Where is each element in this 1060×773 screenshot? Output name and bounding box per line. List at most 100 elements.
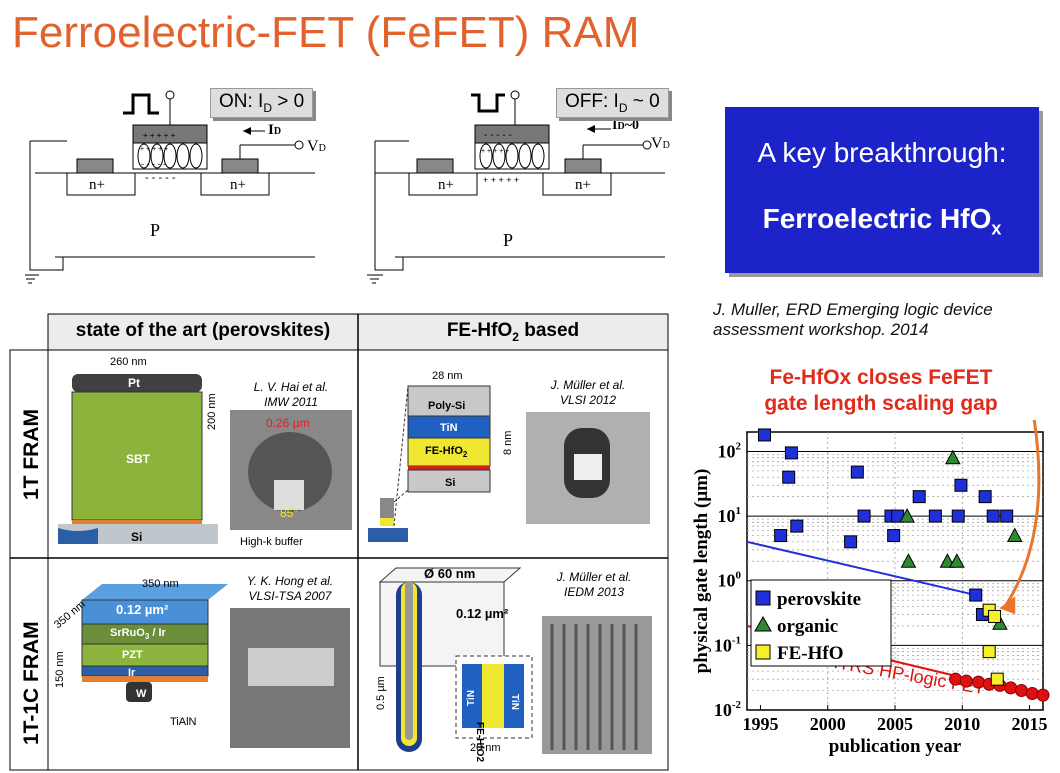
legend-marker <box>755 590 771 606</box>
on-device-svg: + + + + + + + + + + - - - - - - - - - - <box>25 90 315 284</box>
r2c2-ref: J. Müller et al.IEDM 2013 <box>556 570 632 599</box>
x-tick-label: 1995 <box>742 714 778 734</box>
r1c1-angle: 85° <box>280 506 299 520</box>
svg-text:- - - - -: - - - - - <box>141 159 166 169</box>
y-tick-label: 101 <box>718 505 742 526</box>
legend-label: FE-HfO <box>777 643 844 664</box>
itrs-point <box>971 675 985 689</box>
off-current-label: ID~0 <box>612 118 639 133</box>
svg-text:+ + + + +: + + + + + <box>481 148 509 155</box>
organic-point <box>945 449 961 465</box>
y-tick-label: 100 <box>718 570 742 591</box>
y-tick-label: 102 <box>718 440 742 461</box>
r2c1-layer4: W <box>136 688 147 700</box>
perovskite-point <box>951 509 965 523</box>
breakthrough-line1: A key breakthrough: <box>757 137 1007 168</box>
r2c2-inset-left: TiN <box>466 690 477 706</box>
row1-label: 1T FRAM <box>20 409 43 500</box>
perovskite-point <box>784 446 798 460</box>
callout-line1: Fe-HfOx closes FeFET <box>769 366 993 389</box>
perovskite-point <box>844 535 858 549</box>
r2c1-ref: Y. K. Hong et al.VLSI-TSA 2007 <box>246 574 334 603</box>
r1c1-layer-mid: SBT <box>126 452 150 466</box>
r2c2-area: 0.12 µm² <box>456 606 509 621</box>
perovskite-point <box>928 509 942 523</box>
itrs-point <box>1025 687 1039 701</box>
scaling-callout: Fe-HfOx closes FeFET gate length scaling… <box>728 365 1034 417</box>
organic-point <box>899 508 915 523</box>
y-tick-label: 10-1 <box>714 634 741 655</box>
callout-arrow <box>1003 420 1041 608</box>
svg-text:+ + + + +: + + + + + <box>143 131 176 140</box>
slide-title: Ferroelectric-FET (FeFET) RAM <box>12 8 640 57</box>
breakthrough-box: A key breakthrough: Ferroelectric HfOx <box>725 107 1039 273</box>
perovskite-point <box>1000 509 1014 523</box>
on-current-label: ID <box>268 122 282 138</box>
itrs-point <box>949 672 963 686</box>
r1c1-ref: L. V. Hai et al.IMW 2011 <box>253 380 329 409</box>
col1-header: state of the art (perovskites) <box>75 320 331 341</box>
breakthrough-line2: Ferroelectric HfOx <box>762 203 1002 239</box>
off-device-svg: - - - - - + + + + + + + + + + <box>367 90 665 284</box>
off-voltage-label: VD <box>651 135 670 152</box>
organic-point <box>939 553 956 568</box>
itrs-point <box>1004 681 1018 695</box>
row2-label: 1T-1C FRAM <box>20 621 43 745</box>
r2c1-layer1: SrRuO3 / Ir <box>110 627 166 642</box>
r2c1-dim-side2: 150 nm <box>54 651 66 688</box>
r2c1-note: TiAlN <box>170 716 197 728</box>
fe-hfo-point <box>982 645 996 659</box>
r1c1-dim-side: 200 nm <box>206 393 218 430</box>
perovskite-point <box>850 465 864 479</box>
r2c2-inset-right: TiN <box>509 694 520 710</box>
organic-point <box>1006 527 1023 543</box>
r1c1-note: High-k buffer <box>240 536 303 548</box>
y-tick-label: 10-2 <box>714 699 742 720</box>
perovskite-point <box>782 470 796 484</box>
on-voltage-label: VD <box>307 138 326 155</box>
legend-marker <box>754 615 772 632</box>
table-grid <box>9 313 669 771</box>
off-substrate-label: P <box>503 230 514 250</box>
r1c1-layer-bottom: Si <box>131 530 143 544</box>
x-tick-label: 2015 <box>1012 714 1048 734</box>
citation-line1: J. Muller, ERD Emerging logic device <box>713 300 993 319</box>
x-axis-label: publication year <box>829 736 962 757</box>
r2c1-layer3: Ir <box>128 667 136 679</box>
svg-text:- - - - -: - - - - - <box>484 130 512 141</box>
perovskite-point <box>912 490 926 504</box>
callout-arrowhead <box>999 596 1016 615</box>
itrs-point <box>1014 684 1028 698</box>
callout-line2: gate length scaling gap <box>764 392 998 415</box>
r2c2-inset-dim: 20 nm <box>470 742 501 754</box>
off-state-label: OFF: ID ~ 0 <box>556 88 669 118</box>
x-tick-label: 2000 <box>810 714 846 734</box>
perovskite-point <box>986 509 1000 523</box>
legend-box <box>750 579 892 667</box>
on-state-label: ON: ID > 0 <box>210 88 314 118</box>
perovskite-point <box>774 529 788 543</box>
on-substrate-label: P <box>150 220 161 240</box>
x-tick-label: 2010 <box>944 714 980 734</box>
perovskite-point <box>969 588 983 602</box>
r2c1-dim-top: 350 nm <box>142 578 179 590</box>
itrs-point <box>959 674 973 688</box>
r1c2-ref: J. Müller et al.VLSI 2012 <box>550 378 626 407</box>
r2c2-height: 0.5 µm <box>375 676 387 710</box>
r2c2-dia: Ø 60 nm <box>424 566 476 581</box>
on-drain-label: n+ <box>230 177 246 193</box>
perovskite-point <box>887 529 901 543</box>
off-source-label: n+ <box>438 177 454 193</box>
perovskite-point <box>954 478 968 492</box>
r1c2-layer1: Poly-Si <box>428 400 466 412</box>
perovskite-point <box>757 428 771 442</box>
r1c2-layer3: FE-HfO2 <box>425 445 468 460</box>
citation: J. Muller, ERD Emerging logic device ass… <box>713 300 993 340</box>
perovskite-point <box>790 519 804 533</box>
r1c1-layer-top: Pt <box>128 376 140 390</box>
y-axis-label: physical gate length (µm) <box>691 469 712 674</box>
r1c2-layer2: TiN <box>440 422 458 434</box>
itrs-point <box>1036 688 1050 702</box>
legend-label: perovskite <box>777 589 861 610</box>
